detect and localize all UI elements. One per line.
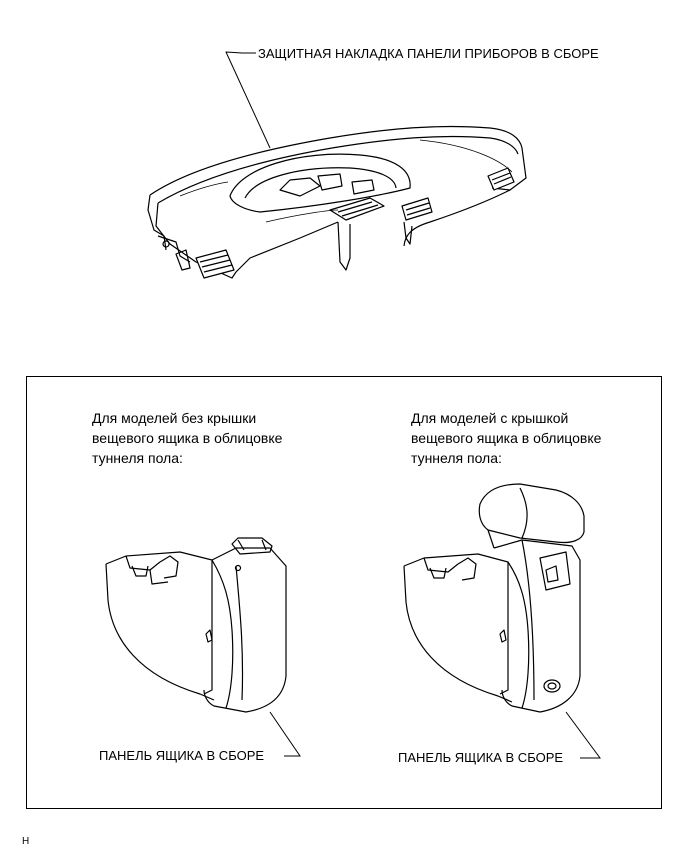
left-caption-line-3: туннеля пола: [92,450,183,466]
left-console-box-label: ПАНЕЛЬ ЯЩИКА В СБОРЕ [99,748,265,763]
right-caption-line-1: Для моделей с крышкой [411,410,569,426]
right-console-box-label: ПАНЕЛЬ ЯЩИКА В СБОРЕ [398,750,564,765]
figure-code: H [22,836,30,847]
right-caption-line-2: вещевого ящика в облицовке [411,430,602,446]
instrument-panel-pad-label: ЗАЩИТНАЯ НАКЛАДКА ПАНЕЛИ ПРИБОРОВ В СБОР… [258,46,599,61]
right-caption-line-3: туннеля пола: [411,450,502,466]
right-variant-caption: Для моделей с крышкой вещевого ящика в о… [411,408,601,468]
left-caption-line-1: Для моделей без крышки [92,410,257,426]
instrument-panel-pad-drawing [147,51,527,279]
left-variant-caption: Для моделей без крышки вещевого ящика в … [92,408,282,468]
variants-frame [26,376,662,809]
left-caption-line-2: вещевого ящика в облицовке [92,430,283,446]
